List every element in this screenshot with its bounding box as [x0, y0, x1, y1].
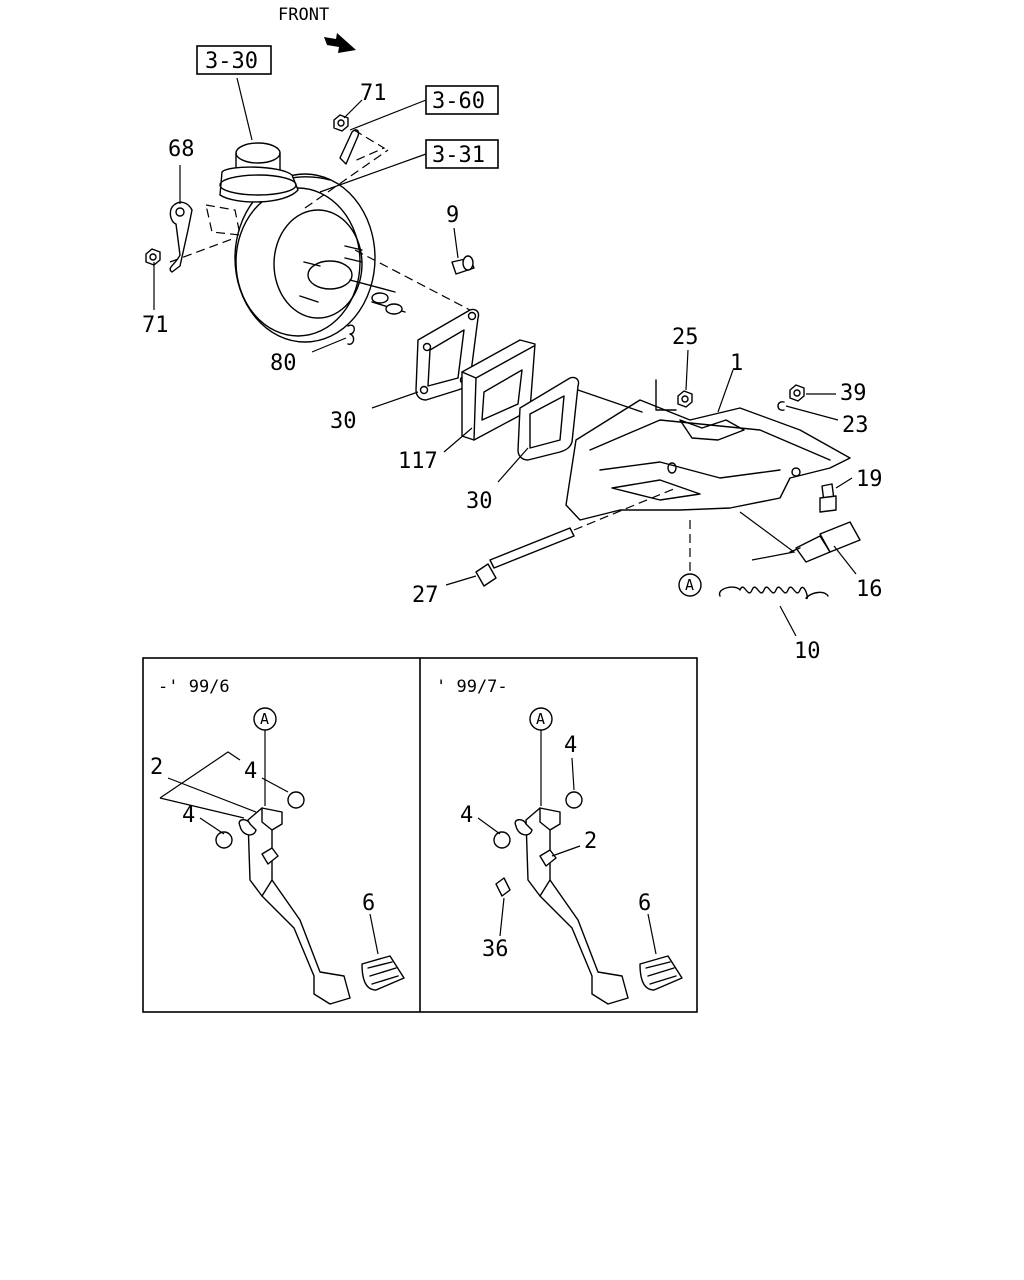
inset-left-pedal-pad: [361, 955, 405, 991]
callout-39: 39: [840, 381, 867, 406]
inset-right-pedal-pad: [639, 955, 683, 991]
inset-left-callout-4-upper: 4: [244, 759, 257, 784]
inset-right-marker-label: A: [536, 710, 545, 728]
callout-1: 1: [730, 351, 743, 376]
inset-left-marker-label: A: [260, 710, 269, 728]
inset-frame: [142, 657, 698, 1013]
brake-booster-assembly: [169, 142, 471, 343]
inset-right-callout-2: 2: [584, 829, 597, 854]
callout-30-a: 30: [330, 409, 357, 434]
inset-right-callout-4-left: 4: [460, 803, 473, 828]
stop-switch-16: [789, 521, 861, 563]
callout-10: 10: [794, 639, 821, 664]
nut-71-left: [145, 248, 161, 266]
nut-71-top: [333, 114, 349, 132]
inset-left-callout-4-lower: 4: [182, 803, 195, 828]
inset-right-callout-6: 6: [638, 891, 651, 916]
inset-right-pedal: [493, 791, 629, 1005]
callout-23: 23: [842, 413, 869, 438]
clip-23: [777, 401, 785, 411]
front-arrow-icon: [324, 33, 356, 53]
clip-80: [347, 324, 355, 345]
bolt-27: [475, 487, 677, 587]
ref-label-brake-pipe: 3-60: [432, 89, 485, 114]
inset-right-period: ' 99/7-: [436, 677, 508, 697]
callout-71-top: 71: [360, 81, 387, 106]
callout-19: 19: [856, 467, 883, 492]
inset-left-marker: A: [253, 707, 277, 806]
inset-right-marker: A: [529, 707, 553, 806]
callout-68: 68: [168, 137, 195, 162]
ref-box-booster[interactable]: 3-31: [425, 139, 499, 169]
marker-a: A: [678, 520, 702, 597]
ref-box-brake-pipe[interactable]: 3-60: [425, 85, 499, 115]
callout-27: 27: [412, 583, 439, 608]
inset-left-pedal: [215, 791, 351, 1005]
inset-right-callout-4-upper: 4: [564, 733, 577, 758]
ref-label-master-cylinder: 3-30: [205, 49, 258, 74]
callout-80: 80: [270, 351, 297, 376]
inset-left-callout-6: 6: [362, 891, 375, 916]
inset-right-callout-36: 36: [482, 937, 509, 962]
return-spring-10: [718, 586, 829, 600]
ref-box-master-cylinder[interactable]: 3-30: [196, 45, 272, 75]
pipe-bracket: [339, 129, 386, 165]
callout-71-left: 71: [142, 313, 169, 338]
callout-16: 16: [856, 577, 883, 602]
callout-9: 9: [446, 203, 459, 228]
leader-lines: [153, 77, 857, 637]
ref-label-booster: 3-31: [432, 143, 485, 168]
inset-left-period: -' 99/6: [158, 677, 230, 697]
inset-left-leaders: [159, 751, 379, 955]
inset-right-leaders: [477, 757, 657, 955]
callout-117: 117: [398, 449, 438, 474]
clevis-pin-9: [451, 255, 475, 275]
nut-39: [789, 384, 805, 402]
bracket-68: [169, 201, 193, 273]
nut-25: [677, 390, 693, 408]
bolt-19: [819, 483, 837, 513]
inset-left-callout-2: 2: [150, 755, 163, 780]
front-label: FRONT: [278, 5, 329, 25]
callout-25: 25: [672, 325, 699, 350]
callout-30-b: 30: [466, 489, 493, 514]
pedal-bracket-1: [565, 379, 851, 521]
marker-a-label: A: [685, 576, 694, 594]
